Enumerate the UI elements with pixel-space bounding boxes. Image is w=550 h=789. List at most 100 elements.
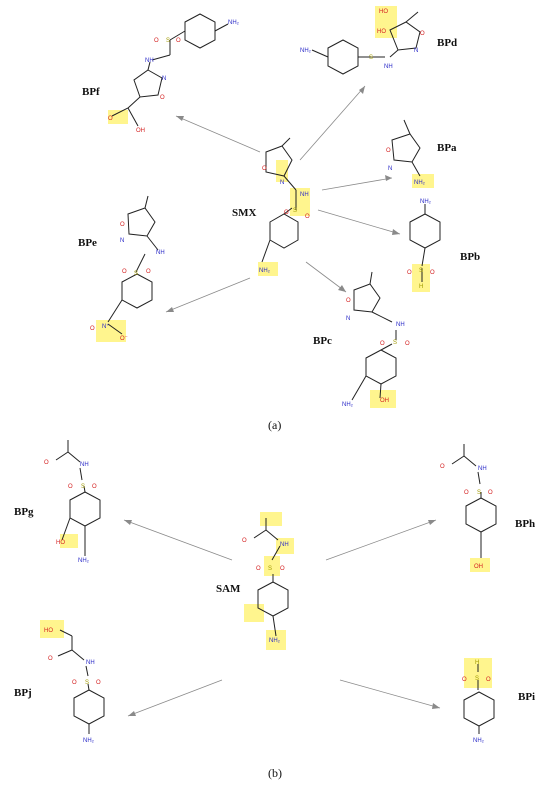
structure-bpi: H S O O NH₂	[462, 658, 495, 744]
structure-bpj: HO O NH S O O NH₂	[40, 620, 105, 744]
label-bpa: BPa	[437, 142, 457, 154]
arrow-sam-bph	[325, 519, 437, 561]
atom-oh: OH	[136, 128, 145, 134]
atom-o: O	[284, 210, 289, 216]
arrow-smx-bpa	[321, 177, 393, 191]
atom-s: S	[369, 55, 373, 61]
atom-o: O	[407, 270, 412, 276]
atom-s: S	[419, 268, 423, 274]
atom-o: O	[386, 148, 391, 154]
atom-nh2: NH₂	[83, 738, 95, 744]
structure-bpg: O NH S O O HO NH₂	[44, 440, 101, 564]
structure-sam: O NH S O O NH₂	[242, 512, 294, 650]
atom-n: N	[162, 76, 166, 82]
atom-nh2: NH₂	[259, 268, 271, 274]
atom-nh2: NH₂	[78, 558, 90, 564]
highlight-bpe	[96, 320, 126, 342]
atom-nh2: NH₂	[414, 180, 426, 186]
highlight-bph	[470, 558, 490, 572]
atom-oh: OH	[474, 564, 483, 570]
highlight-sam-so2	[264, 556, 280, 576]
atom-o: O	[440, 464, 445, 470]
highlight-smx-so2	[290, 188, 310, 216]
atom-o: O	[488, 490, 493, 496]
caption-a: (a)	[268, 418, 281, 432]
atom-ho: HO	[379, 9, 388, 15]
highlight-bpg	[60, 534, 78, 548]
atom-nh: NH	[156, 250, 165, 256]
atom-o: O	[160, 95, 165, 101]
atom-o: O	[305, 214, 310, 220]
arrow-sam-bpg	[123, 519, 233, 561]
atom-n: N	[346, 316, 350, 322]
atom-o: O	[256, 566, 261, 572]
highlight-bpa	[412, 174, 434, 188]
label-smx: SMX	[232, 207, 257, 219]
atom-s: S	[81, 484, 85, 490]
atom-nh2: NH₂	[300, 48, 312, 54]
atom-o: O	[44, 460, 49, 466]
atom-o: O	[90, 326, 95, 332]
label-sam: SAM	[216, 583, 241, 595]
arrow-smx-bpc	[305, 261, 347, 293]
atom-nh: NH	[86, 660, 95, 666]
structure-bpc: O N NH S O O NH₂ OH	[342, 271, 410, 408]
atom-h: H	[419, 284, 423, 290]
highlight-sam-nh2	[266, 630, 286, 650]
arrow-smx-bpf	[175, 115, 261, 153]
structure-smx: O N NH S O O NH₂	[258, 137, 310, 276]
atom-o: O	[242, 538, 247, 544]
structure-bpa: O N NH₂	[386, 119, 434, 188]
caption-b: (b)	[268, 766, 282, 780]
atom-nh: NH	[396, 322, 405, 328]
arrow-smx-bpb	[317, 209, 401, 235]
atom-ho: HO	[377, 29, 386, 35]
atom-s: S	[268, 566, 272, 572]
atom-s: S	[477, 490, 481, 496]
highlight-bpj	[40, 620, 64, 638]
atom-o: O	[176, 38, 181, 44]
arrow-smx-bpd	[299, 85, 366, 161]
atom-o: O	[154, 38, 159, 44]
atom-nh2: NH₂	[269, 638, 281, 644]
atom-o: O	[68, 484, 73, 490]
structure-bpb: NH₂ S O O H	[407, 199, 441, 292]
atom-s: S	[393, 340, 397, 346]
atom-o: O	[430, 270, 435, 276]
atom-n: N	[280, 180, 284, 186]
label-bpc: BPc	[313, 335, 332, 347]
label-bpe: BPe	[78, 237, 97, 249]
atom-o: O	[462, 677, 467, 683]
atom-nh: NH	[384, 64, 393, 70]
atom-o: O	[48, 656, 53, 662]
highlight-sam-ch3	[260, 512, 282, 526]
label-bpj: BPj	[14, 687, 32, 699]
atom-o: O	[262, 166, 267, 172]
atom-nh: NH	[280, 542, 289, 548]
atom-o: O	[346, 298, 351, 304]
atom-o: O	[146, 269, 151, 275]
atom-o: O	[108, 116, 113, 122]
atom-s: S	[134, 271, 138, 277]
atom-s: S	[85, 680, 89, 686]
atom-nh2: NH₂	[420, 199, 432, 205]
atom-s: S	[166, 38, 170, 44]
atom-o: O	[464, 490, 469, 496]
highlight-bpb	[412, 264, 430, 292]
atom-s: S	[293, 208, 297, 214]
label-bpd: BPd	[437, 37, 457, 49]
highlight-sam-nh	[276, 538, 294, 554]
atom-o: O	[72, 680, 77, 686]
atom-nh: NH	[300, 192, 309, 198]
highlight-bpd	[375, 6, 397, 38]
label-bph: BPh	[515, 518, 535, 530]
atom-oh: OH	[380, 398, 389, 404]
atom-o: O	[280, 566, 285, 572]
arrow-sam-bpj	[127, 679, 223, 717]
atom-n-plus: N⁺	[102, 323, 110, 330]
arrow-smx-bpe	[165, 277, 251, 313]
structure-bpe: O N NH S O O N⁺ O O⁻	[90, 195, 165, 342]
atom-nh2: NH₂	[473, 738, 485, 744]
atom-n: N	[120, 238, 124, 244]
highlight-bpc	[370, 390, 396, 408]
